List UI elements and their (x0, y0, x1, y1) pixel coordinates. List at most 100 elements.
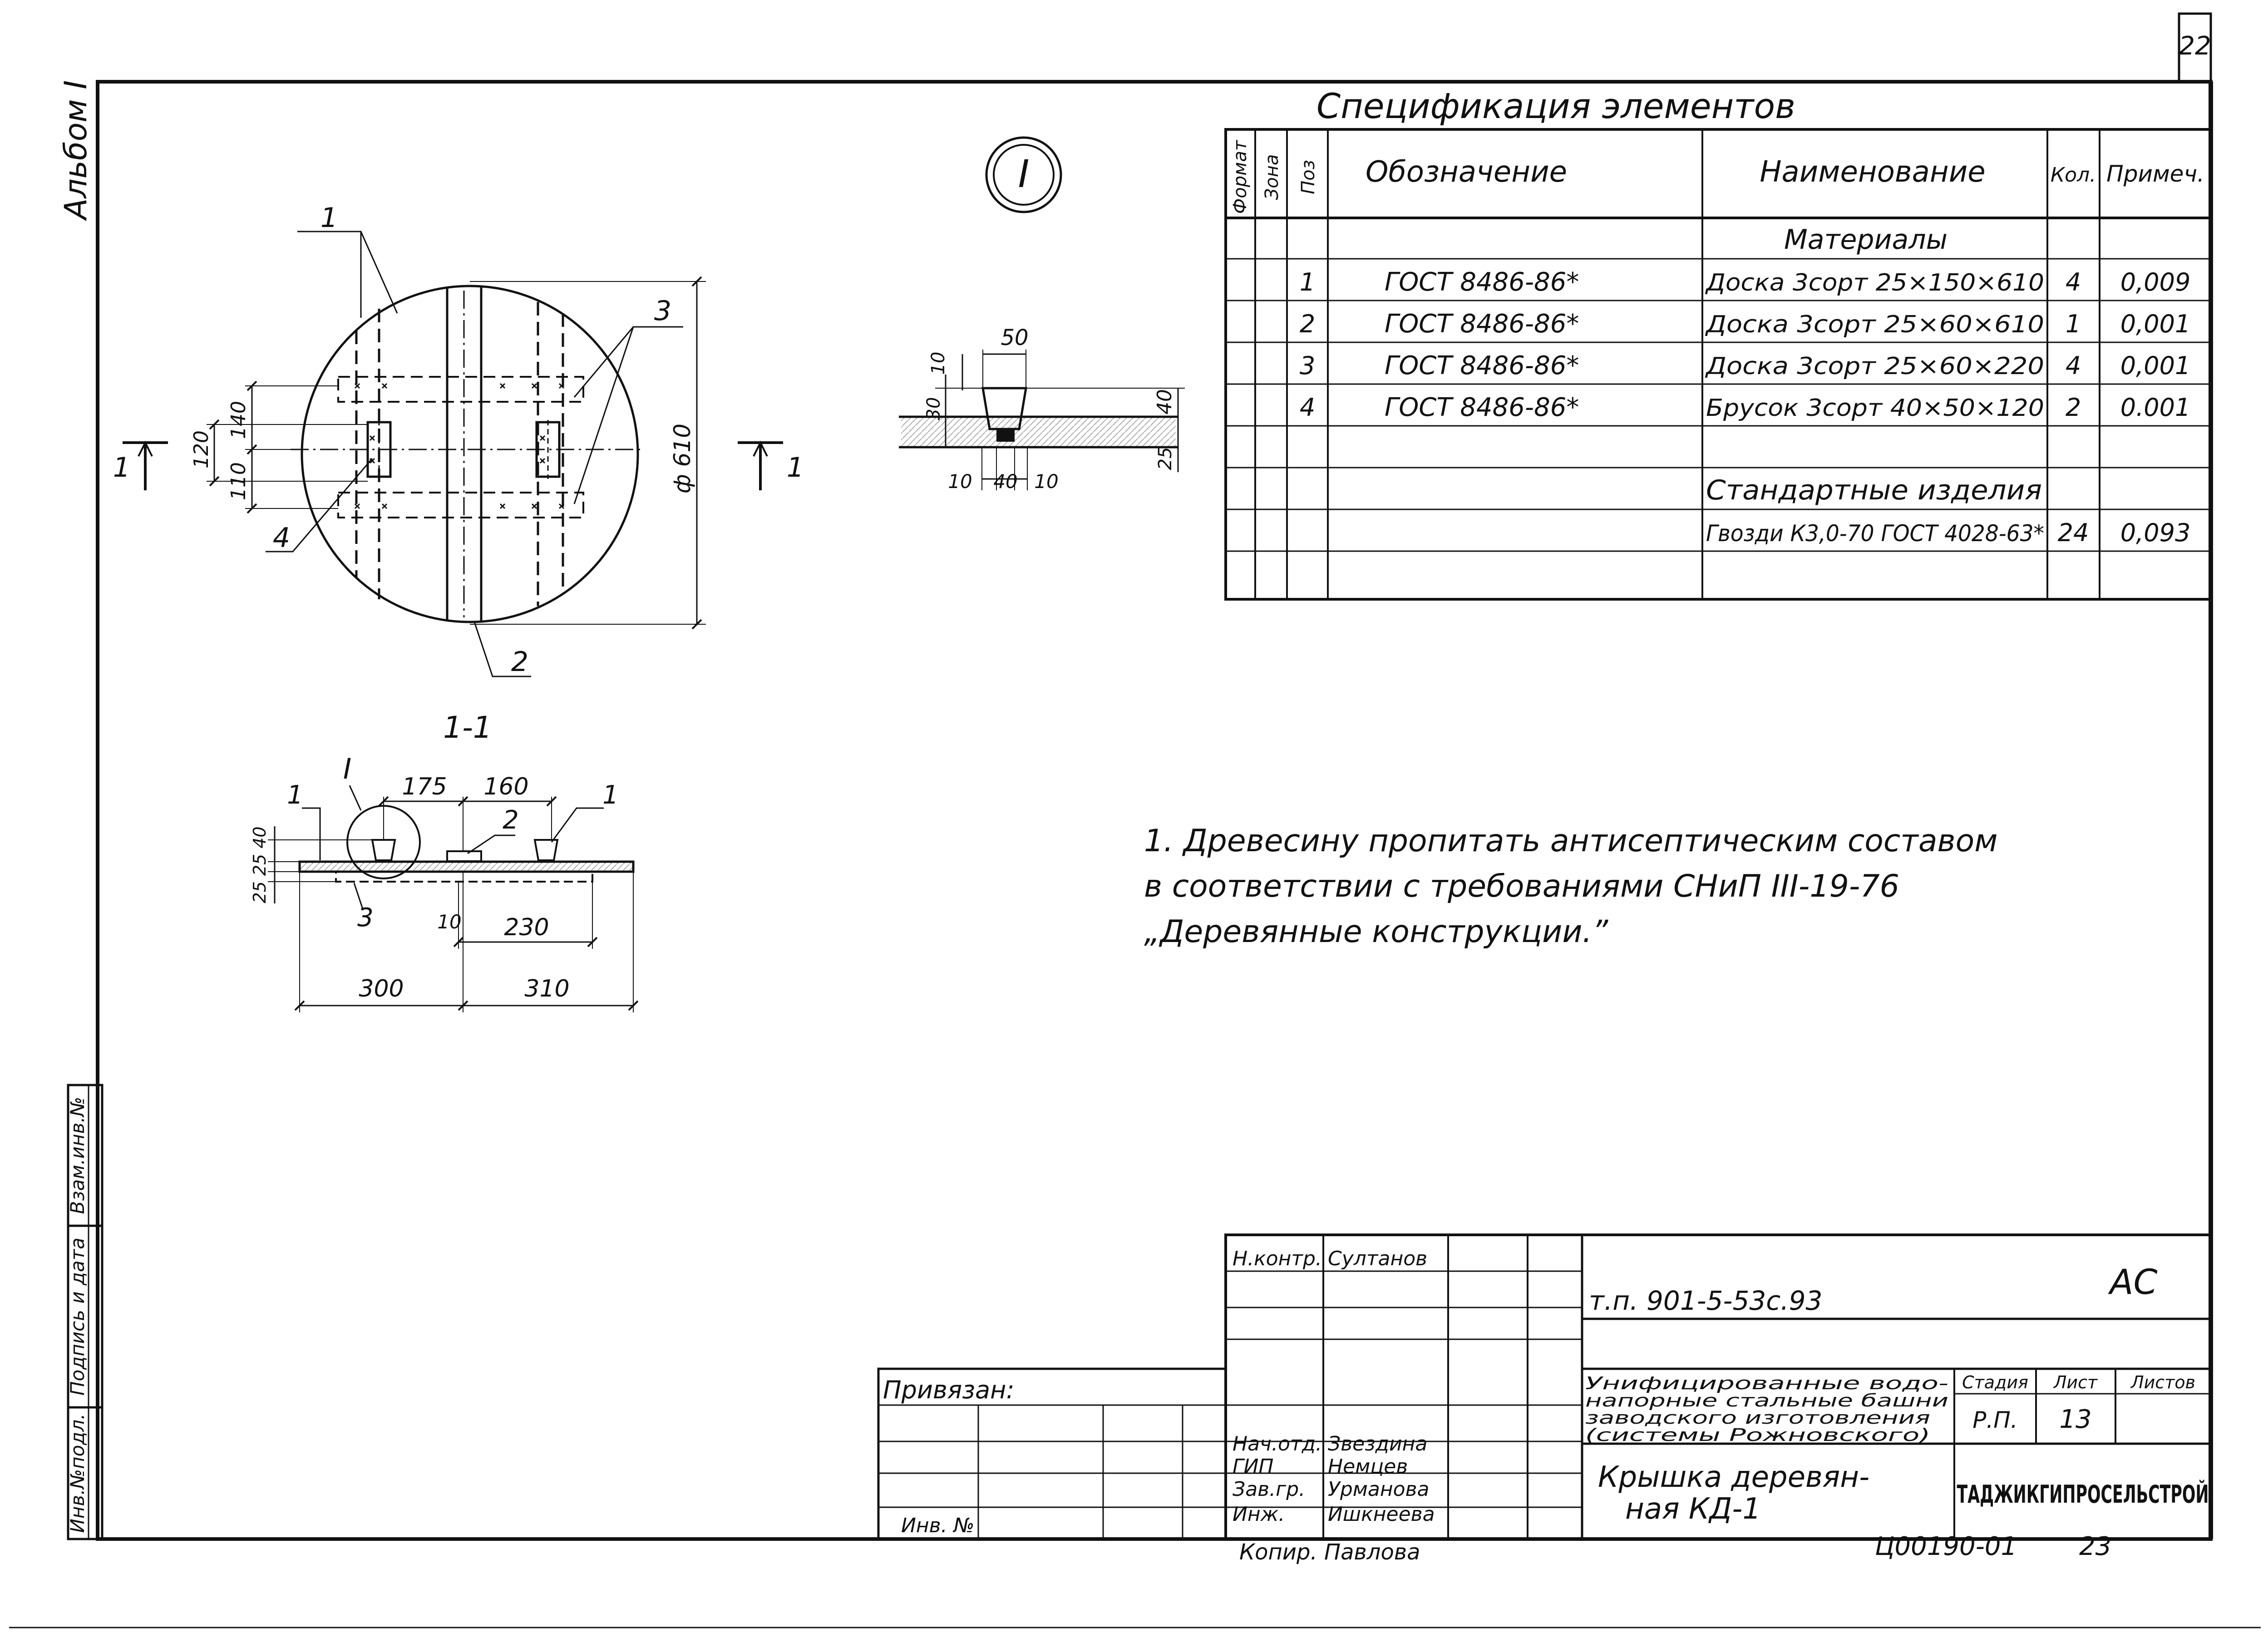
row-pos: 3 (1300, 351, 1315, 380)
tb-name-sultanov: Султанов (1328, 1247, 1427, 1270)
row-note: 0,001 (2120, 310, 2191, 338)
plan-callout-1: 1 (320, 202, 338, 234)
detail-dim-10-right: 10 (1034, 470, 1058, 493)
spec-title: Спецификация элементов (1316, 86, 1795, 126)
row-designation: ГОСТ 8486-86* (1385, 267, 1579, 297)
tb-name-zvezdina: Звездина (1328, 1432, 1427, 1455)
note-line-3: „Деревянные конструкции.” (1144, 914, 1608, 950)
spec-row-4: 4 ГОСТ 8486-86* Брусок 3сорт 40×50×120 2… (1300, 393, 2190, 422)
section-callout-3: 3 (357, 903, 374, 932)
tb-role-zavgr: Зав.гр. (1233, 1478, 1305, 1501)
row-pos: 4 (1300, 393, 1315, 422)
section-title: 1-1 (443, 710, 492, 745)
tb-stage-header: Стадия (1962, 1372, 2028, 1392)
row-designation: ГОСТ 8486-86* (1385, 309, 1579, 339)
spec-section-standard: Стандартные изделия (1706, 474, 2042, 506)
detail-dim-10-top: 10 (928, 352, 949, 375)
tb-project-line-1: Унифицированные водо- (1585, 1373, 1948, 1393)
plan-dim-110: 110 (227, 462, 250, 500)
title-block (877, 1233, 2212, 1540)
album-label: Альбом I (58, 80, 94, 222)
row-qty: 2 (2066, 393, 2081, 422)
section-dim-175: 175 (402, 773, 447, 800)
spec-row-2: 2 ГОСТ 8486-86* Доска 3сорт 25×60×610 1 … (1300, 309, 2190, 339)
plan-dim-140: 140 (227, 401, 250, 439)
plan-dim-120: 120 (190, 430, 213, 469)
row-qty: 4 (2066, 268, 2081, 296)
row-qty: 24 (2058, 518, 2089, 547)
detail-mark (985, 136, 1062, 213)
spec-header-note: Примеч. (2106, 161, 2204, 187)
plan-view (123, 231, 783, 677)
row-name: Доска 3сорт 25×150×610 (1705, 269, 2044, 296)
tb-footer-number: 23 (2079, 1532, 2111, 1561)
row-qty: 4 (2066, 351, 2081, 380)
tb-drawing-title-2: ная КД-1 (1625, 1492, 1761, 1526)
row-name: Доска 3сорт 25×60×220 (1705, 353, 2044, 380)
detail-dim-50: 50 (1001, 325, 1028, 350)
tb-sheet-header: Лист (2053, 1372, 2098, 1392)
note-line-1: 1. Древесину пропитать антисептическим с… (1144, 823, 1998, 859)
tb-project-line-4: (системы Рожновского) (1585, 1425, 1930, 1445)
detail-dim-40-bottom: 40 (993, 470, 1017, 493)
tb-role-inzh: Инж. (1233, 1503, 1285, 1526)
section-detail-mark: I (343, 752, 351, 785)
row-name: Брусок 3сорт 40×50×120 (1706, 395, 2044, 422)
tb-inv-no: Инв. № (901, 1514, 974, 1537)
spec-table (1224, 128, 2212, 601)
plan-section-mark-left: 1 (113, 452, 130, 483)
tb-name-nemtsev: Немцев (1328, 1455, 1408, 1478)
row-note: 0,009 (2120, 268, 2191, 296)
note-line-2: в соответствии с требованиями СНиП III-1… (1144, 868, 1899, 904)
row-name: Гвозди К3,0-70 ГОСТ 4028-63* (1706, 520, 2044, 547)
stamp-inv-podl: Инв.№подл. (66, 1413, 89, 1533)
section-dim-10: 10 (437, 911, 461, 933)
plan-section-mark-right: 1 (787, 452, 804, 483)
tb-project-line-3: заводского изготовления (1585, 1408, 1930, 1428)
row-note: 0,001 (2120, 351, 2191, 380)
stamp-signature-date: Подпись и дата (66, 1238, 89, 1396)
spec-section-materials: Материалы (1784, 224, 1948, 256)
row-designation: ГОСТ 8486-86* (1385, 351, 1579, 380)
spec-header-zone: Зона (1262, 154, 1282, 200)
row-name: Доска 3сорт 25×60×610 (1705, 311, 2044, 338)
row-pos: 1 (1300, 268, 1315, 296)
tb-organization: ТАДЖИКГИПРОСЕЛЬСТРОЙ (1957, 1480, 2209, 1509)
section-callout-2: 2 (503, 805, 519, 835)
section-callout-1-left: 1 (287, 780, 303, 810)
spec-header-designation: Обозначение (1366, 155, 1567, 189)
detail-dim-30: 30 (923, 397, 944, 420)
detail-dim-40: 40 (1153, 389, 1176, 414)
tb-stage: Р.П. (1972, 1407, 2018, 1433)
tb-name-ishkneeva: Ишкнеева (1328, 1503, 1435, 1526)
plan-callout-3: 3 (654, 295, 671, 327)
row-note: 0,093 (2120, 518, 2191, 547)
spec-header-format: Формат (1230, 139, 1251, 214)
section-dim-310: 310 (524, 975, 569, 1002)
tb-drawing-title-1: Крышка деревян- (1598, 1460, 1869, 1494)
tb-kopir: Копир. Павлова (1239, 1539, 1420, 1565)
spec-header-qty: Кол. (2051, 163, 2096, 187)
section-view (268, 785, 639, 1012)
tb-code: т.п. 901-5-53с.93 (1589, 1285, 1822, 1316)
detail-view (899, 350, 1185, 490)
stamp-vzam-inv: Взам.инв.№ (66, 1097, 89, 1214)
page-number: 22 (2179, 31, 2211, 61)
plan-dim-diameter: ф 610 (669, 424, 695, 493)
tb-name-urmanova: Урманова (1328, 1478, 1429, 1501)
section-dim-left-stack: 25 25 40 (250, 826, 270, 903)
spec-row-3: 3 ГОСТ 8486-86* Доска 3сорт 25×60×220 4 … (1300, 351, 2190, 380)
spec-header-name: Наименование (1760, 155, 1985, 189)
section-dim-230: 230 (504, 914, 549, 941)
tb-role-nachotd: Нач.отд. (1233, 1432, 1322, 1455)
tb-footer-code: Ц00190-01 (1875, 1532, 2017, 1561)
row-note: 0.001 (2120, 393, 2191, 422)
spec-header-pos: Поз (1298, 160, 1319, 194)
row-qty: 1 (2066, 310, 2081, 338)
tb-mark: АС (2107, 1262, 2157, 1302)
detail-mark-label: I (1018, 152, 1030, 196)
detail-dim-25: 25 (1155, 447, 1176, 470)
row-pos: 2 (1300, 310, 1315, 338)
